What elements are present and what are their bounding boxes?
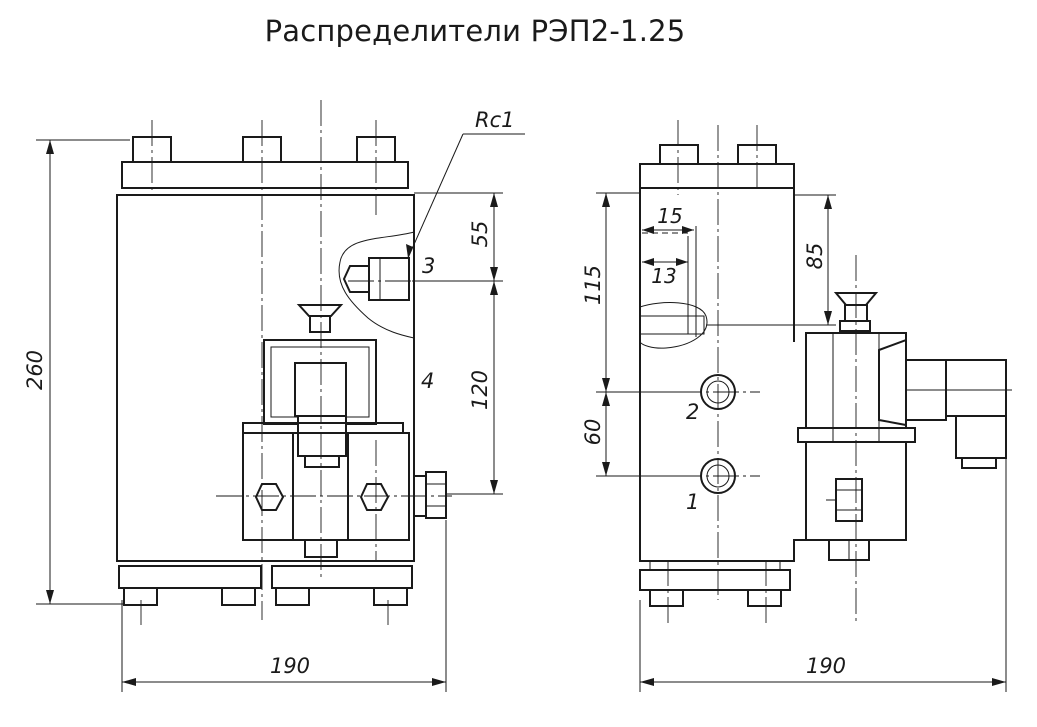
hex-nut-right: [359, 483, 390, 511]
dim-60: 60: [581, 419, 605, 446]
front-top-plate: [121, 161, 409, 189]
dim-115: 115: [581, 265, 605, 305]
dim-55: 55: [468, 221, 492, 248]
bottom-plate-left: [118, 565, 262, 589]
side-connector-gland: [955, 415, 1007, 459]
front-breakout: [338, 231, 415, 339]
port-3-tip: [342, 265, 370, 293]
label-rc1: Rc1: [475, 108, 515, 132]
port-3-fitting: [368, 257, 410, 301]
foot-4: [373, 587, 408, 606]
foot-2: [221, 587, 256, 606]
side-solenoid-base: [797, 427, 916, 443]
side-connector-plug: [945, 359, 1007, 417]
dim-260: 260: [23, 350, 47, 390]
label-port-2: 2: [686, 400, 699, 424]
side-body: [639, 187, 806, 562]
dim-15: 15: [657, 204, 682, 228]
hex-nut-left: [254, 483, 285, 511]
dim-190-left: 190: [270, 654, 310, 678]
side-view: [639, 120, 1012, 625]
side-lower-nut: [835, 478, 863, 522]
side-top-boss-1: [659, 144, 699, 165]
side-dimensions: 115 60 15 13 85 190 2 1: [581, 192, 1007, 692]
manual-button-stem: [309, 315, 331, 333]
side-slot: [639, 315, 705, 335]
dim-190-right: 190: [806, 654, 846, 678]
side-port-nut: [425, 471, 447, 519]
label-port-1: 1: [686, 490, 699, 514]
solenoid-coil: [294, 362, 347, 417]
bottom-plate-right: [271, 565, 413, 589]
foot-3: [275, 587, 310, 606]
manual-button: [296, 304, 344, 317]
drawing-title: Распределители РЭП2-1.25: [264, 14, 686, 48]
front-body: [116, 194, 415, 562]
side-connector-neck: [878, 338, 907, 427]
side-connector-gland-nut: [961, 457, 997, 469]
dim-85: 85: [803, 243, 827, 270]
foot-1: [123, 587, 158, 606]
side-stem-nut: [839, 320, 871, 332]
side-foot-2: [747, 589, 782, 607]
label-part-3: 3: [422, 254, 435, 278]
dim-120: 120: [468, 370, 492, 410]
front-view: [116, 100, 452, 625]
dim-13: 13: [651, 264, 676, 288]
side-bottom-plate: [639, 569, 791, 591]
label-part-4: 4: [421, 369, 434, 393]
front-dimensions: 260 55 120 190 Rc1 3 4: [23, 108, 525, 692]
side-breakout: [639, 302, 708, 349]
side-top-plate: [639, 163, 795, 189]
side-foot-1: [649, 589, 684, 607]
solenoid-nut: [304, 455, 340, 468]
